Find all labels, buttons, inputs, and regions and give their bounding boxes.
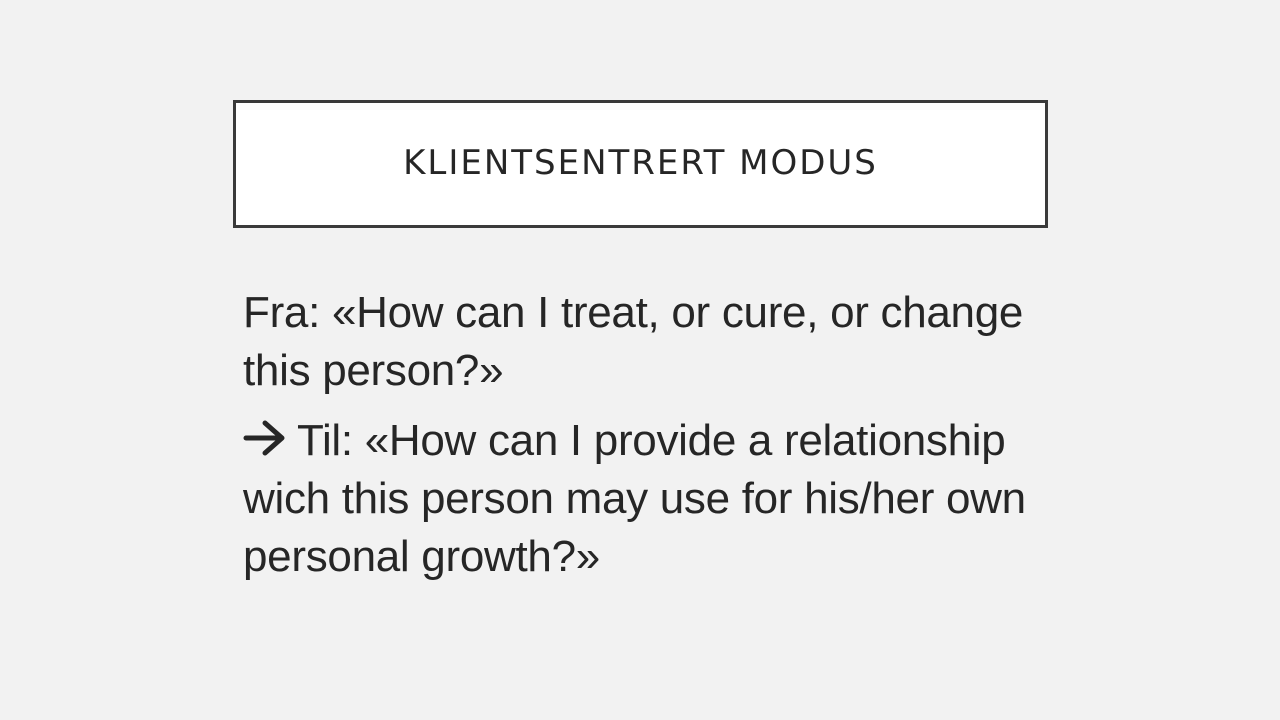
slide-body: Fra: «How can I treat, or cure, or chang… bbox=[243, 284, 1043, 586]
slide-title: KLIENTSENTRERT MODUS bbox=[403, 143, 878, 183]
title-box: KLIENTSENTRERT MODUS bbox=[233, 100, 1048, 228]
arrow-right-icon bbox=[243, 418, 289, 458]
body-paragraph-to: Til: «How can I provide a relationship w… bbox=[243, 412, 1043, 586]
paragraph-text: Til: «How can I provide a relationship w… bbox=[243, 416, 1026, 581]
body-paragraph-from: Fra: «How can I treat, or cure, or chang… bbox=[243, 284, 1043, 400]
paragraph-text: Fra: «How can I treat, or cure, or chang… bbox=[243, 288, 1024, 395]
